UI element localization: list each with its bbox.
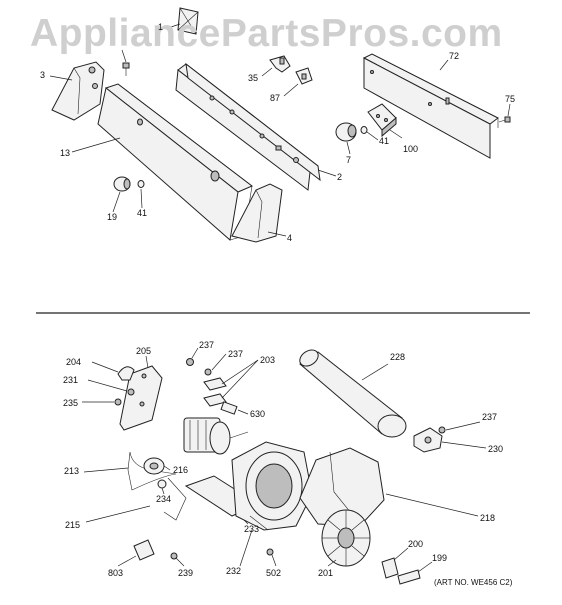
part-13-control-panel <box>97 83 253 241</box>
callout-2: 2 <box>337 172 343 182</box>
callout-237-a: 237 <box>199 340 215 350</box>
part-216-pulley <box>143 457 165 475</box>
part-87-clip <box>295 67 313 85</box>
part-218-blower-duct <box>299 447 385 527</box>
callout-19: 19 <box>107 212 118 222</box>
callout-237-c: 237 <box>482 412 498 422</box>
callout-232: 232 <box>226 566 242 576</box>
callout-3: 3 <box>40 70 46 80</box>
watermark-text: AppliancePartsPros.com <box>30 12 503 55</box>
part-630-connector <box>220 401 238 415</box>
part-1-clip <box>177 7 199 35</box>
callout-205: 205 <box>136 346 152 356</box>
part-239-screw <box>170 552 178 560</box>
part-232-pin <box>249 515 269 531</box>
part-228-duct <box>299 349 407 438</box>
drive-motor <box>183 417 249 455</box>
callout-630: 630 <box>250 409 266 419</box>
callout-100: 100 <box>403 144 419 154</box>
callout-234: 234 <box>156 494 172 504</box>
part-2-panel-frame <box>175 62 321 191</box>
callout-233: 233 <box>244 524 260 534</box>
callout-75: 75 <box>505 94 516 104</box>
callout-239: 239 <box>178 568 194 578</box>
part-1-screw <box>122 62 130 76</box>
blower-housing <box>231 441 313 531</box>
callout-215: 215 <box>65 520 81 530</box>
callout-216: 216 <box>173 465 189 475</box>
part-3-end-cap <box>51 61 105 121</box>
part-215-idler <box>163 477 187 521</box>
callout-231: 231 <box>63 375 79 385</box>
callout-41-b: 41 <box>379 136 390 146</box>
part-4-end-cap <box>231 183 283 243</box>
part-230-thermostat <box>413 427 443 453</box>
part-41-clip-a <box>137 180 145 188</box>
part-200-clip <box>381 557 399 579</box>
callout-204: 204 <box>66 357 82 367</box>
part-234-ring <box>157 479 167 489</box>
part-35-clip <box>269 55 291 73</box>
part-199-screw <box>397 569 421 585</box>
part-100-switch <box>367 103 397 138</box>
callout-502: 502 <box>266 568 282 578</box>
callout-72: 72 <box>449 51 460 61</box>
art-number: (ART NO. WE456 C2) <box>434 578 513 587</box>
callout-4: 4 <box>287 233 293 243</box>
callout-35: 35 <box>248 73 259 83</box>
callout-13: 13 <box>60 148 71 158</box>
part-237-screw-c <box>438 426 446 434</box>
part-203-clips <box>203 377 227 407</box>
part-213-belt <box>127 451 177 491</box>
part-201-blower-wheel <box>321 509 371 567</box>
part-235-screw <box>114 398 122 406</box>
callout-7: 7 <box>346 155 352 165</box>
callout-203: 203 <box>260 355 276 365</box>
callout-87: 87 <box>270 93 281 103</box>
part-231-screw <box>127 388 135 396</box>
callout-1-top: 1 <box>158 22 164 32</box>
callout-228: 228 <box>390 352 406 362</box>
part-75-screw <box>498 116 511 123</box>
part-237-screw-b <box>204 368 212 376</box>
part-237-screw-a <box>186 358 194 366</box>
callout-235: 235 <box>63 398 79 408</box>
part-803-bracket <box>133 539 155 561</box>
callout-200: 200 <box>408 539 424 549</box>
part-19-knob <box>113 176 131 192</box>
part-204-clip <box>117 366 135 381</box>
callout-41-a: 41 <box>137 208 148 218</box>
callout-213: 213 <box>64 466 80 476</box>
part-502-screw <box>266 548 274 556</box>
callout-230: 230 <box>488 444 504 454</box>
callout-803: 803 <box>108 568 124 578</box>
callout-237-b: 237 <box>228 349 244 359</box>
callout-201: 201 <box>318 568 334 578</box>
part-41-clip-b <box>360 126 368 134</box>
part-72-rear-plate <box>362 53 499 159</box>
callout-199: 199 <box>432 553 448 563</box>
callout-218: 218 <box>480 513 496 523</box>
part-7-knob <box>335 122 357 142</box>
